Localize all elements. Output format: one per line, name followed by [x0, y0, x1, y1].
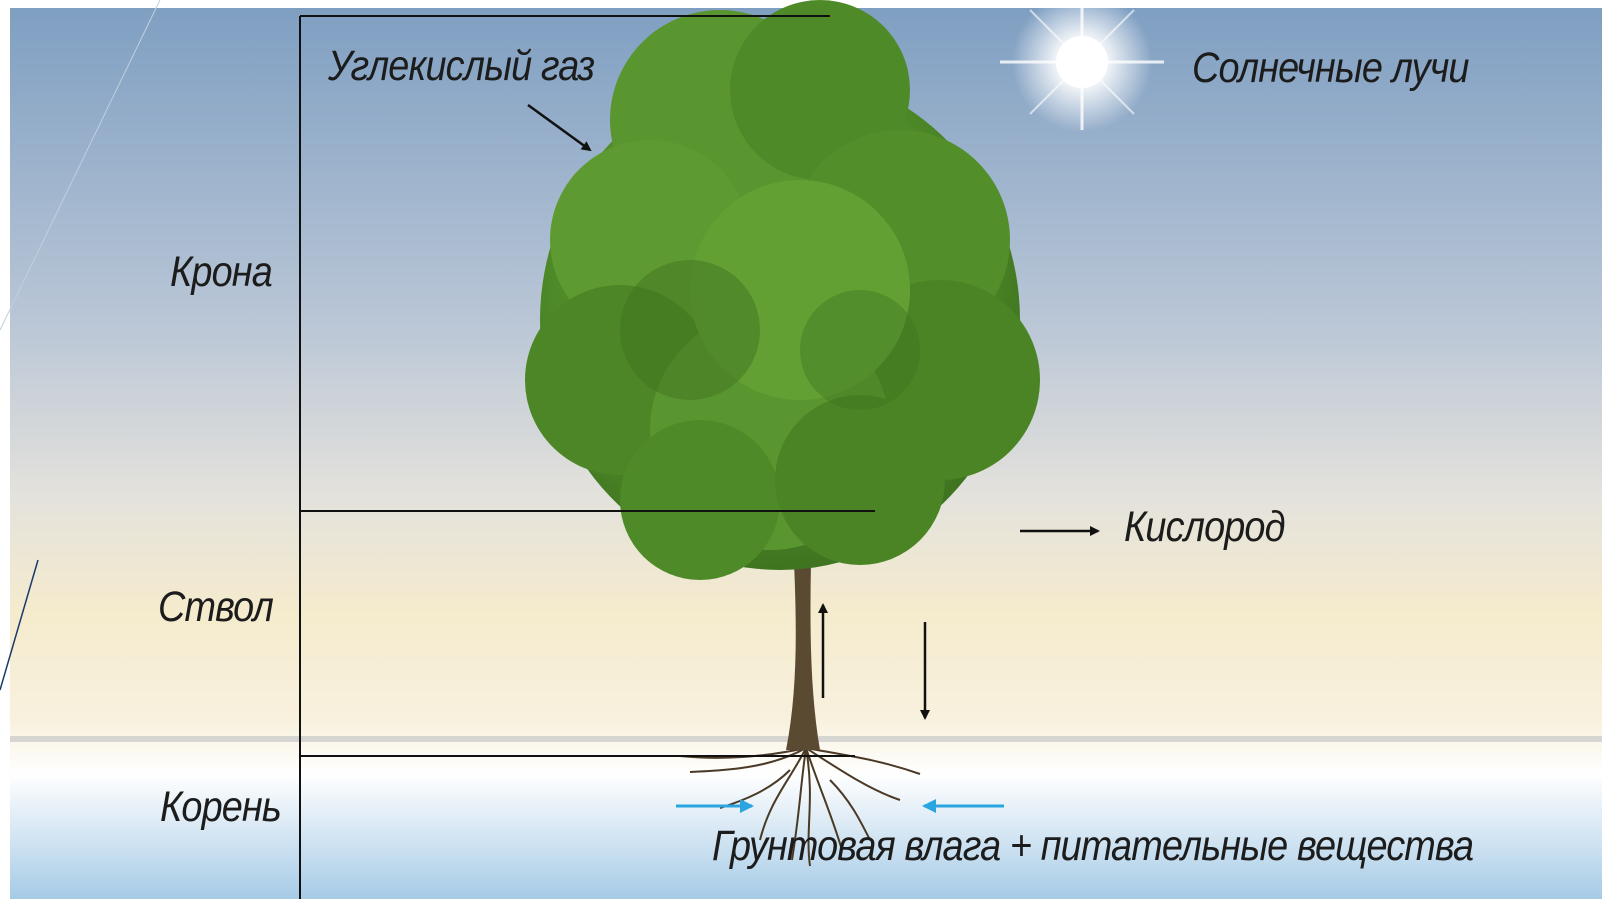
- label-sun: Солнечные лучи: [1192, 44, 1469, 93]
- label-oxygen: Кислород: [1124, 503, 1285, 552]
- label-root: Корень: [160, 783, 281, 832]
- label-co2: Углекислый газ: [328, 42, 594, 91]
- label-water: Грунтовая влага + питательные вещества: [712, 822, 1473, 871]
- label-crown: Крона: [170, 248, 272, 297]
- label-trunk: Ствол: [158, 583, 273, 632]
